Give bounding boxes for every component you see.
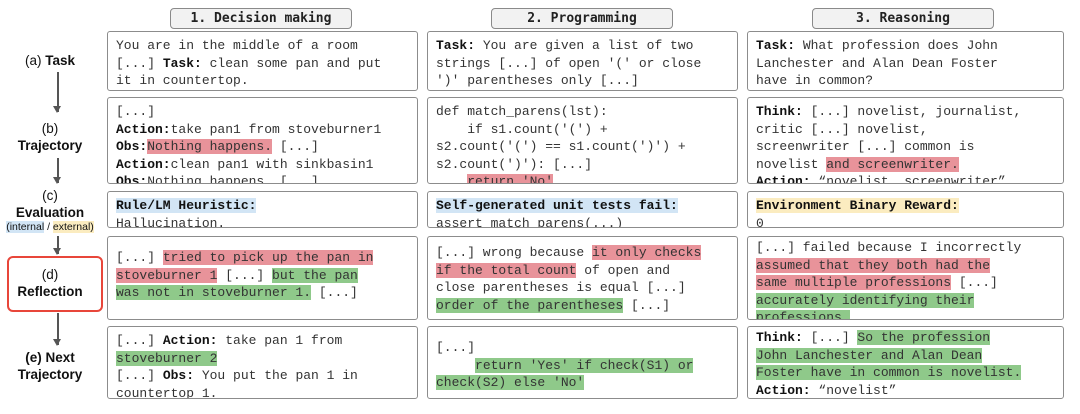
success-highlight: So the profession John Lanchester and Al…: [756, 330, 1022, 380]
failure-highlight: Nothing happens.: [147, 139, 273, 154]
header-programming: 2. Programming: [491, 8, 673, 29]
note-separator: /: [44, 221, 53, 233]
reasoning-task-box: Task: What profession does John Lanchest…: [747, 31, 1064, 91]
arrow-reflection-to-next: [54, 313, 60, 346]
row-label-next-text: Trajectory: [17, 367, 83, 382]
decision-next-box: [...] Action: take pan 1 from stoveburne…: [107, 326, 418, 399]
internal-note: (internal: [6, 221, 45, 233]
reasoning-evaluation-box: Environment Binary Reward: 0: [747, 191, 1064, 228]
programming-task-box: Task: You are given a list of two string…: [427, 31, 738, 91]
evaluation-title: Self-generated unit tests fail:: [436, 198, 678, 213]
row-label-evaluation: (c) Evaluation (internal / external): [0, 187, 100, 234]
decision-reflection-box: [...] tried to pick up the pan in stoveb…: [107, 236, 418, 320]
failure-highlight: return 'No': [467, 174, 554, 183]
decision-trajectory-box: [...] Action:take pan1 from stoveburner1…: [107, 97, 418, 184]
arrow-task-to-trajectory: [54, 72, 60, 113]
programming-next-box: [...] return 'Yes' if check(S1) or check…: [427, 326, 738, 399]
success-highlight: accurately identifying their professions…: [756, 292, 975, 319]
reasoning-reflection-box: [...] failed because I incorrectly assum…: [747, 236, 1064, 320]
row-label-trajectory-prefix: (b): [41, 121, 59, 136]
row-label-trajectory: (b) Trajectory: [0, 120, 100, 154]
row-label-reflection-text: Reflection: [17, 284, 83, 299]
decision-task-box: You are in the middle of a room [...] Ta…: [107, 31, 418, 91]
header-reasoning: 3. Reasoning: [812, 8, 994, 29]
evaluation-title: Environment Binary Reward:: [756, 198, 959, 213]
success-highlight: order of the parentheses: [436, 297, 624, 313]
row-label-trajectory-text: Trajectory: [17, 138, 83, 153]
header-decision-making: 1. Decision making: [170, 8, 352, 29]
programming-reflection-box: [...] wrong because it only checks if th…: [427, 236, 738, 320]
programming-trajectory-box: def match_parens(lst): if s1.count('(') …: [427, 97, 738, 184]
decision-evaluation-box: Rule/LM Heuristic: Hallucination.: [107, 191, 418, 228]
evaluation-title: Rule/LM Heuristic:: [116, 198, 257, 213]
programming-evaluation-box: Self-generated unit tests fail: assert m…: [427, 191, 738, 228]
failure-highlight: and screenwriter.: [826, 156, 959, 172]
row-label-evaluation-text: Evaluation: [15, 205, 85, 220]
row-label-reflection: (d) Reflection: [0, 266, 100, 300]
row-label-evaluation-prefix: (c): [42, 188, 58, 203]
row-label-task: (a) Task: [0, 52, 100, 69]
external-note: external): [52, 221, 94, 233]
row-label-task-text: Task: [45, 53, 76, 68]
row-label-task-prefix: (a): [24, 53, 42, 68]
evaluation-source-note: (internal / external): [0, 221, 100, 234]
row-label-next-trajectory: (e) Next Trajectory: [0, 349, 100, 383]
reasoning-trajectory-box: Think: [...] novelist, journalist, criti…: [747, 97, 1064, 184]
arrow-trajectory-to-evaluation: [54, 158, 60, 184]
reflection-highlight-box: [7, 256, 103, 312]
row-label-next-prefix: (e) Next: [25, 350, 75, 365]
reasoning-next-box: Think: [...] So the profession John Lanc…: [747, 326, 1064, 399]
arrow-evaluation-to-reflection: [54, 236, 60, 255]
row-label-reflection-prefix: (d): [41, 267, 59, 282]
success-highlight: stoveburner 2: [116, 350, 218, 366]
success-highlight: return 'Yes' if check(S1) or check(S2) e…: [436, 357, 694, 390]
